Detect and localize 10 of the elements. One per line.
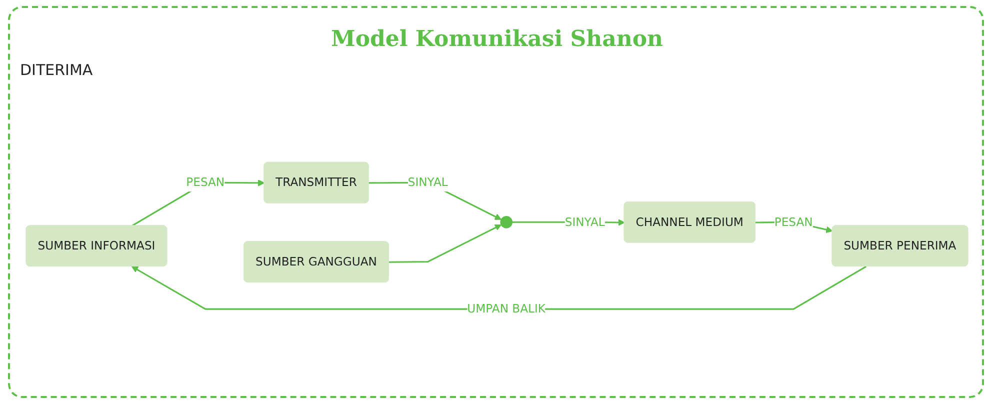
edge-label: PESAN xyxy=(774,214,813,229)
edge-label: SINYAL xyxy=(564,214,605,229)
edge-label: PESAN xyxy=(186,175,225,190)
node-circle xyxy=(500,216,513,228)
arrow xyxy=(388,224,502,263)
diagram-title: Model Komunikasi Shanon xyxy=(330,26,664,52)
note-label: DITERIMA xyxy=(20,61,93,79)
arrow xyxy=(131,266,867,310)
edge-label: SINYAL xyxy=(408,175,448,190)
edge-label: UMPAN BALIK xyxy=(467,302,546,316)
